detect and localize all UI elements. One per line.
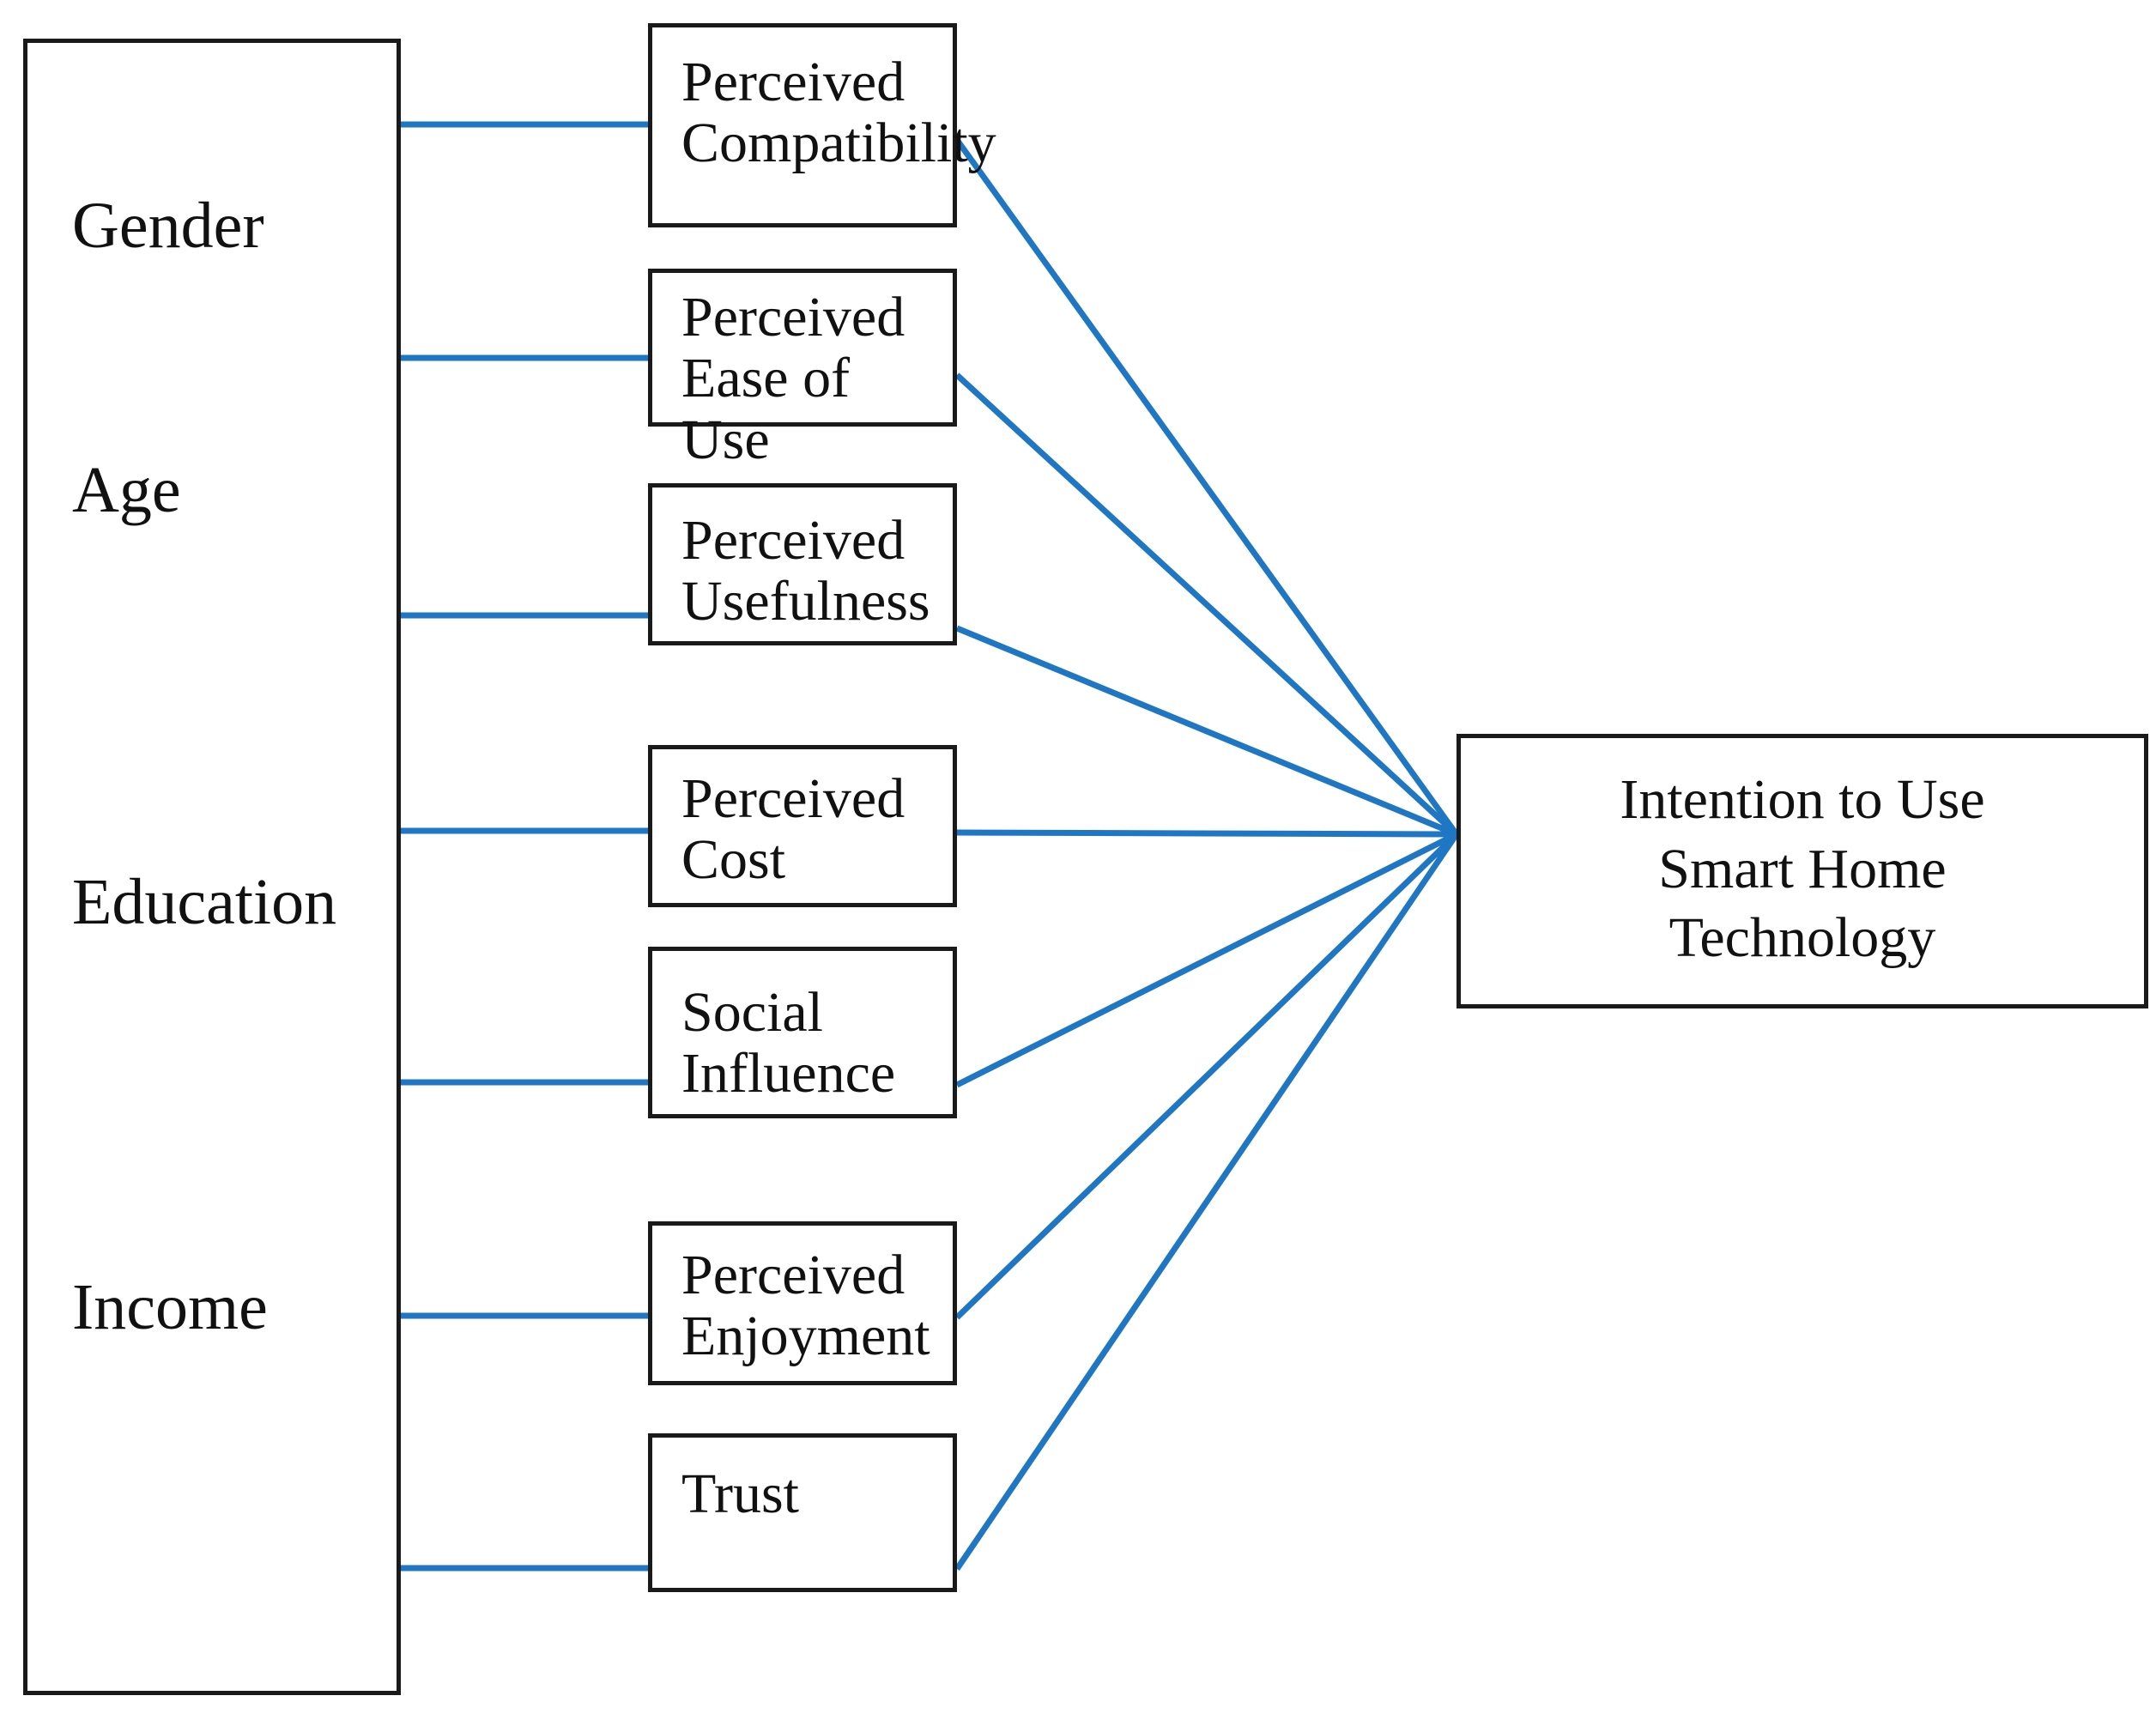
demographic-to-construct-links [401,121,648,1572]
link-perceived-cost-to-outcome [956,829,1457,838]
construct-box-trust[interactable]: Trust [648,1433,957,1592]
link-perceived-enjoyment-to-outcome [954,832,1459,1320]
link-perceived-compatibility-to-outcome [954,137,1459,837]
link-perceived-ease-of-use-to-outcome [954,372,1459,837]
demographics-container-box[interactable]: Gender Age Education Income [23,39,401,1695]
demographic-label-income: Income [72,1271,268,1343]
construct-to-outcome-links [954,137,1459,1571]
demographic-label-education: Education [72,866,337,938]
demographic-label-age: Age [72,454,181,526]
link-trust-to-outcome [954,833,1459,1571]
construct-label-trust: Trust [681,1463,799,1525]
demographic-label-gender: Gender [72,190,264,262]
link-perceived-usefulness-to-outcome [955,625,1458,838]
link-social-influence-to-outcome [955,831,1458,1088]
